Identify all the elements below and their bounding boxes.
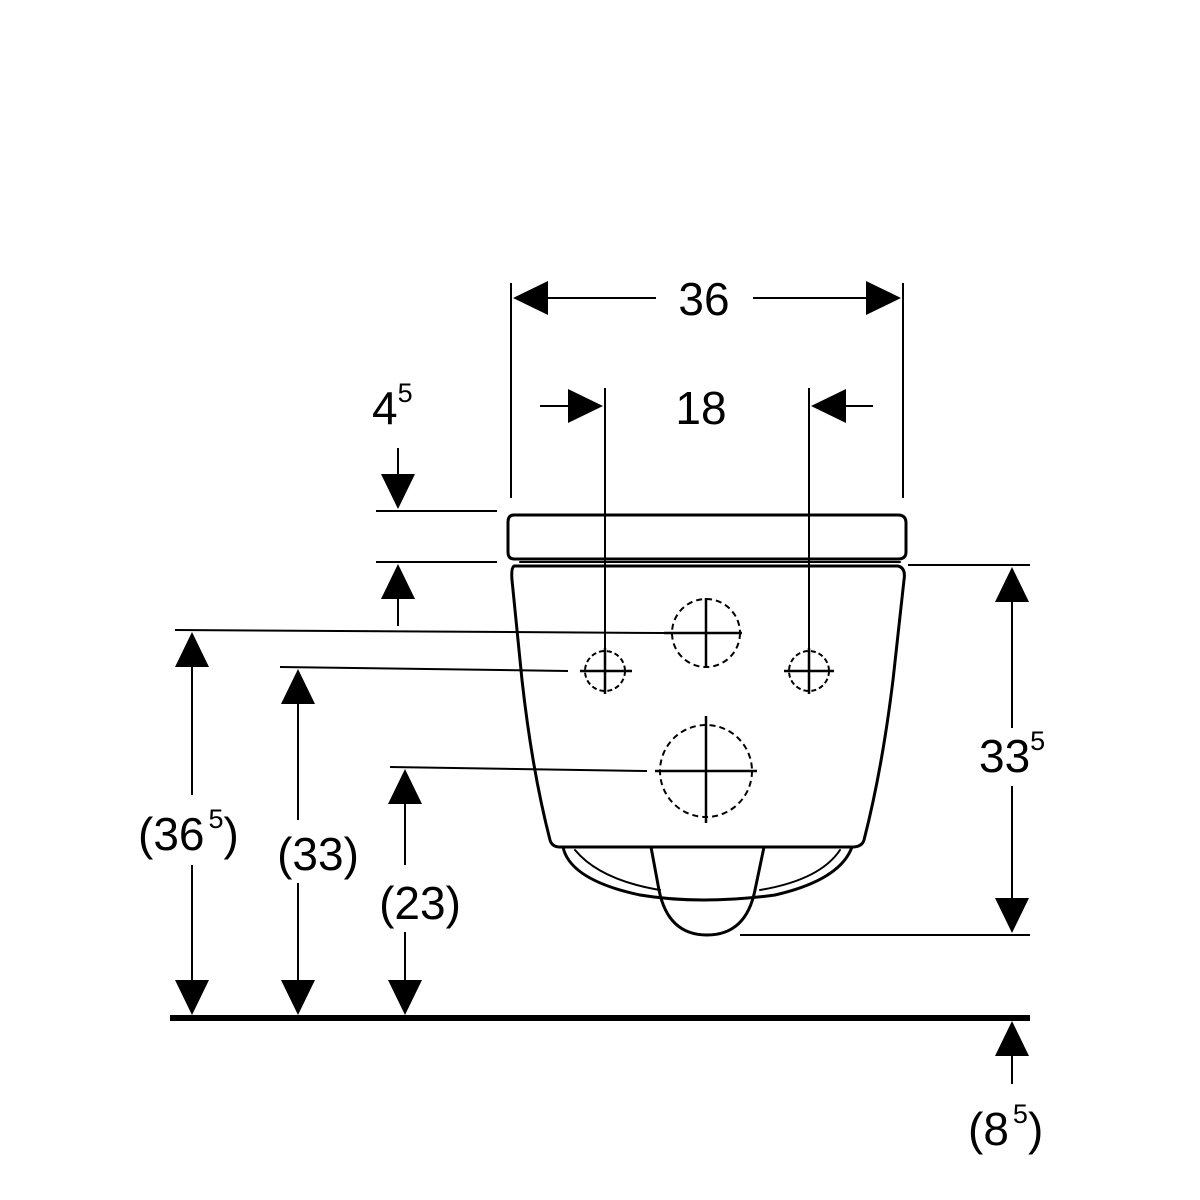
- arrow-335-down: [995, 898, 1029, 933]
- label-seat-thickness: 45: [372, 378, 413, 434]
- outlet-spigot: [649, 845, 766, 937]
- arrow-23-down: [388, 980, 422, 1015]
- arrow-85-up: [995, 1021, 1029, 1056]
- toilet-outline: [506, 513, 908, 937]
- arrow-33-down: [281, 980, 315, 1015]
- arrow-23-up: [388, 769, 422, 804]
- label-bowl-height: 335: [979, 726, 1045, 782]
- arrow-right-36: [866, 281, 901, 315]
- bowl-base: [561, 845, 854, 902]
- dimension-lines: [175, 281, 1029, 1084]
- arrow-18-right: [811, 389, 846, 423]
- connection-holes: [580, 598, 834, 823]
- arrow-45-down: [381, 474, 415, 509]
- extension-lines: [174, 283, 1030, 936]
- arrow-18-left: [568, 389, 603, 423]
- seat-lid: [506, 513, 908, 561]
- bowl-base-inner: [574, 849, 661, 891]
- arrow-335-up: [995, 567, 1029, 602]
- arrow-365-up: [175, 632, 209, 667]
- bowl-base-inner-right: [759, 849, 841, 891]
- label-overall-width: 36: [678, 273, 729, 325]
- arrow-33-up: [281, 669, 315, 704]
- arrow-left-36: [513, 281, 548, 315]
- label-floor-to-side-fixings: (33): [277, 828, 359, 880]
- label-fixing-spacing: 18: [675, 382, 726, 434]
- arrow-45-up: [381, 564, 415, 599]
- arrow-365-down: [175, 980, 209, 1015]
- label-floor-to-lower-connection: (23): [379, 877, 461, 929]
- bowl-body: [510, 564, 906, 849]
